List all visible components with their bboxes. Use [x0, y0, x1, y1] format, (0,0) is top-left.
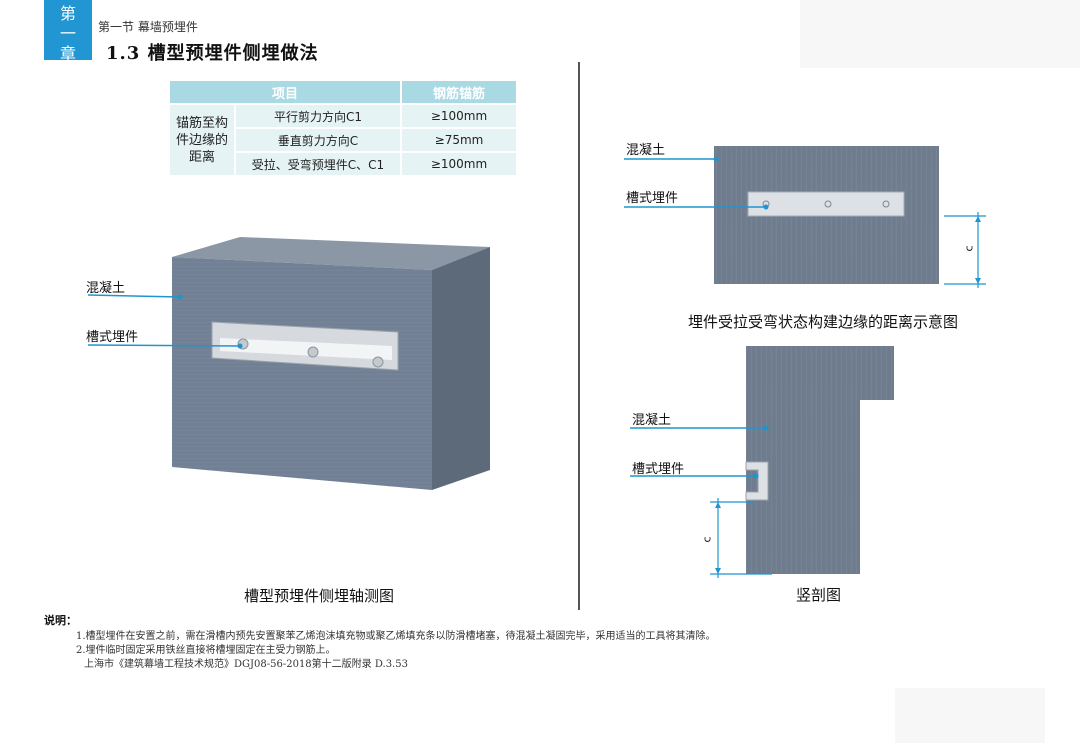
spec-table: 项目 钢筋锚筋 锚筋至构件边缘的距离 平行剪力方向C1 ≥100mm 垂直剪力方… — [168, 79, 518, 177]
faint-corner-top — [800, 0, 1080, 68]
table-cell-value: ≥75mm — [402, 129, 516, 151]
leader-line-concrete — [87, 294, 181, 298]
table-row-group-label: 锚筋至构件边缘的距离 — [170, 105, 234, 175]
iso-diagram — [87, 237, 490, 490]
table-row: 垂直剪力方向C ≥75mm — [170, 129, 516, 151]
iso-label-channel: 槽式埋件 — [86, 330, 139, 345]
table-cell-item: 平行剪力方向C1 — [236, 105, 400, 127]
elevation-label-channel: 槽式埋件 — [626, 191, 679, 206]
section-diagram — [630, 346, 894, 578]
table-cell-item: 垂直剪力方向C — [236, 129, 400, 151]
iso-caption: 槽型预埋件侧埋轴测图 — [244, 587, 395, 605]
note-item: 1.槽型埋件在安置之前，需在滑槽内预先安置聚苯乙烯泡沫填充物或聚乙烯填充条以防滑… — [76, 631, 716, 642]
table-cell-value: ≥100mm — [402, 105, 516, 127]
channel-bolt — [307, 346, 319, 358]
table-row: 锚筋至构件边缘的距离 平行剪力方向C1 ≥100mm — [170, 105, 516, 175]
elevation-dim-label: c — [962, 245, 976, 252]
section-label-concrete: 混凝土 — [632, 413, 672, 428]
elevation-caption: 埋件受拉受弯状态构建边缘的距离示意图 — [688, 313, 959, 331]
faint-corner-bottom — [895, 688, 1045, 743]
notes-title: 说明： — [44, 614, 77, 627]
page-title: 1.3 槽型预埋件侧埋做法 — [106, 43, 319, 64]
chapter-tab-line1: 第 — [59, 4, 76, 23]
note-item: 2.埋件临时固定采用铁丝直接将槽埋固定在主受力钢筋上。 — [76, 645, 336, 656]
chapter-tab: 第 一 章 — [44, 0, 92, 63]
block-side-face — [432, 247, 490, 490]
block-top-face — [172, 237, 490, 270]
table-row: 受拉、受弯预埋件C、C1 ≥100mm — [170, 153, 516, 175]
note-item: 上海市《建筑幕墙工程技术规范》DGJ08-56-2018第十二版附录 D.3.5… — [84, 659, 408, 670]
iso-label-concrete: 混凝土 — [86, 281, 126, 296]
vertical-divider — [578, 62, 580, 610]
elevation-label-concrete: 混凝土 — [626, 143, 666, 158]
section-dim-label: c — [700, 536, 714, 543]
chapter-tab-line2: 一 — [59, 24, 76, 43]
elevation-channel — [747, 191, 905, 217]
section-label-channel: 槽式埋件 — [632, 462, 685, 477]
elevation-diagram — [624, 146, 986, 288]
chapter-tab-line3: 章 — [59, 44, 76, 63]
section-label: 第一节 幕墙预埋件 — [98, 20, 198, 34]
section-channel — [745, 461, 769, 501]
table-header-item: 项目 — [170, 81, 400, 103]
table-cell-item: 受拉、受弯预埋件C、C1 — [236, 153, 400, 175]
leader-line-channel — [87, 344, 241, 347]
section-caption: 竖剖图 — [796, 586, 842, 604]
channel-bolt — [372, 356, 384, 368]
table-header-value: 钢筋锚筋 — [402, 81, 516, 103]
table-cell-value: ≥100mm — [402, 153, 516, 175]
